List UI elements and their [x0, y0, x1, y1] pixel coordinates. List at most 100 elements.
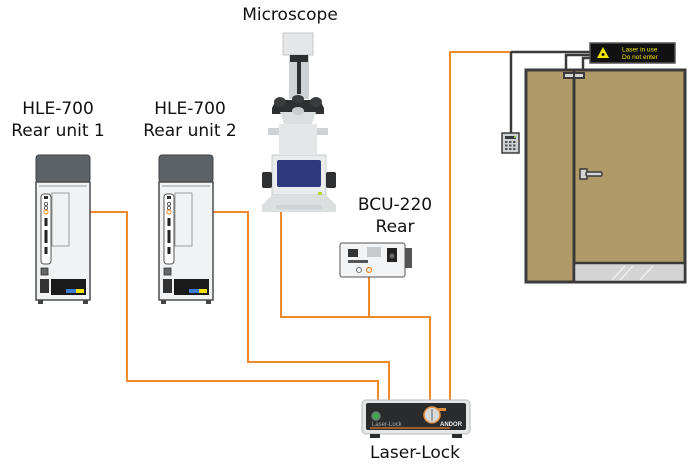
microscope-condenser [280, 112, 316, 124]
hle1-port-f [44, 247, 48, 254]
door-handle[interactable] [579, 168, 603, 180]
microscope-screen [277, 160, 321, 187]
laserlock-status-led [371, 411, 381, 421]
hle1-connector-panel [40, 193, 52, 265]
keypad-buttons [505, 141, 516, 150]
hle2-plate-yellow [199, 289, 207, 293]
warning-sign-panel [589, 42, 676, 64]
microscope-body-upper [279, 124, 317, 154]
laser-hazard-icon-dot [601, 53, 605, 56]
hle1-port-a [44, 196, 48, 199]
door-handle-lever [585, 171, 603, 177]
bcu-label-rear: Rear [375, 217, 415, 237]
microscope-pillar-cap [290, 55, 308, 62]
hle1-label-model: HLE-700 [22, 99, 94, 119]
cable-sensor-right [581, 56, 590, 72]
cable-microscope-to-laserlock [280, 211, 431, 400]
door-keypad[interactable] [501, 132, 520, 154]
bcu-220-rear[interactable] [339, 242, 412, 278]
hle1-label: HLE-700 Rear unit 1 [8, 98, 108, 142]
microscope[interactable] [262, 32, 336, 212]
bcu-label: BCU-220 Rear [345, 194, 445, 238]
hle1-label-unit: Rear unit 1 [11, 121, 105, 141]
hle2-power-socket [163, 279, 172, 293]
laser-warning-sign: Laser in use Do not enter [589, 42, 676, 64]
bcu-side-bracket [405, 248, 412, 268]
door-sensor-housing [563, 72, 585, 79]
hle1-foot-right [83, 300, 88, 304]
laserlock-device[interactable]: Laser-Lock ANDOR [361, 399, 471, 438]
hle1-port-d [44, 218, 48, 226]
door-sensor [563, 72, 585, 79]
objective-left [274, 97, 286, 107]
hle1-fan [40, 267, 49, 276]
hle1-power-socket [40, 279, 49, 293]
door-cables [509, 50, 590, 133]
hle2-label-unit: Rear unit 2 [143, 121, 237, 141]
microscope-head [282, 32, 314, 56]
hle1-top-cover [35, 154, 91, 183]
laser-hazard-icon [597, 47, 609, 58]
door-sensor-contact-right [575, 74, 583, 77]
door-frame [524, 68, 687, 284]
bcu-label-block [348, 249, 358, 257]
door-sensor-contact-left [565, 74, 573, 77]
hle2-foot-left [161, 300, 166, 304]
laserlock-label: Laser-Lock [369, 443, 460, 463]
laserlock-key-tab [436, 408, 446, 411]
hle1-plate-yellow [76, 289, 84, 293]
hle2-connector-panel [163, 193, 175, 265]
laserlock-front-label: Laser-Lock [372, 422, 403, 428]
door-kick-plate [572, 261, 687, 284]
hle2-port-b [166, 202, 171, 207]
microscope-base-slot [276, 205, 322, 209]
warning-line-2: Do not enter [622, 54, 659, 61]
hle-700-rear-unit-2[interactable] [158, 154, 214, 304]
hle2-plate-stripe [189, 289, 207, 293]
hle2-fan [163, 267, 172, 276]
kick-plate-glare-1 [611, 265, 626, 281]
kick-plate-glare-2 [619, 265, 634, 281]
cable-hle2-to-laserlock [170, 211, 390, 400]
hle2-port-a [167, 196, 171, 199]
microscope-power-led [318, 192, 322, 196]
bcu-label-model: BCU-220 [357, 195, 433, 215]
bcu-text-strip [348, 260, 368, 263]
microscope-lens [292, 107, 304, 115]
laserlock-brand: ANDOR [440, 422, 463, 428]
hle2-interlock-port[interactable] [166, 209, 172, 215]
hle1-port-b [43, 202, 48, 207]
bcu-interlock-port[interactable] [365, 266, 373, 274]
hle1-slot [51, 192, 70, 247]
kick-plate-glare-3 [639, 265, 654, 281]
microscope-label: Microscope [242, 5, 338, 25]
keypad-led [514, 136, 516, 138]
focus-knob-right[interactable] [326, 172, 336, 188]
laserlock-foot-left [370, 434, 380, 438]
objective-center [292, 95, 304, 103]
laserlock-foot-right [452, 434, 462, 438]
bcu-reset-button[interactable] [356, 267, 362, 273]
focus-knob-left[interactable] [262, 172, 272, 188]
hle-700-rear-unit-1[interactable] [35, 154, 91, 304]
microscope-base [262, 195, 336, 212]
bcu-window [367, 247, 381, 257]
hle1-plate-stripe [66, 289, 84, 293]
hle2-port-d [167, 218, 171, 226]
hle1-foot-left [38, 300, 43, 304]
cable-sensor-left [564, 53, 590, 72]
hle2-label: HLE-700 Rear unit 2 [135, 98, 245, 142]
cable-door-to-laserlock [449, 51, 511, 400]
lab-door[interactable] [524, 68, 687, 284]
hle2-top-cover [158, 154, 214, 183]
keypad-display [505, 136, 516, 139]
hle2-port-f [167, 247, 171, 254]
hle2-port-e [167, 230, 171, 243]
hle2-foot-right [206, 300, 211, 304]
hle2-slot [174, 192, 193, 247]
hle1-interlock-port[interactable] [43, 209, 49, 215]
cable-hle1-to-laserlock [46, 211, 379, 400]
hle1-port-e [44, 230, 48, 243]
hle2-label-model: HLE-700 [154, 99, 226, 119]
